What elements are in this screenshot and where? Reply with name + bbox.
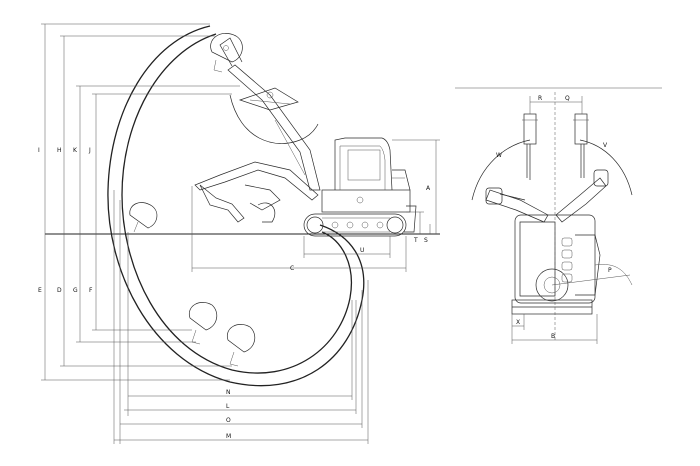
dim-label-m: M — [226, 433, 231, 440]
dim-label-p: P — [608, 267, 612, 274]
boom-retract-curve — [229, 94, 319, 144]
swing-arc-left — [471, 139, 531, 201]
right-dimension-lines — [392, 139, 440, 234]
dim-label-j: J — [88, 147, 91, 154]
dim-label-b: B — [551, 333, 555, 340]
working-range-envelope-inner — [121, 33, 352, 374]
dim-label-c: C — [290, 265, 294, 272]
dim-label-i: I — [38, 147, 40, 154]
swing-boom-left — [485, 187, 549, 223]
bucket-low-2 — [226, 324, 256, 367]
bucket-ground — [129, 202, 158, 233]
dim-label-w: W — [496, 152, 502, 159]
dim-label-s: S — [424, 237, 428, 244]
dim-label-x: X — [516, 319, 520, 326]
dim-label-u: U — [360, 247, 364, 254]
swing-arc-right — [579, 139, 633, 196]
arm-left — [522, 113, 538, 180]
working-range-envelope — [107, 25, 365, 387]
dim-label-k: K — [73, 147, 78, 154]
dim-label-a: A — [426, 185, 431, 192]
dim-label-l: L — [226, 403, 230, 410]
dim-label-f: F — [89, 287, 93, 294]
dim-label-r: R — [538, 95, 542, 102]
bottom-dimension-lines — [113, 186, 407, 444]
swing-boom-right — [555, 169, 609, 223]
front-view: R Q W V P X B — [455, 87, 662, 344]
left-dimension-lines — [41, 23, 240, 381]
upper-structure — [321, 137, 411, 213]
dim-label-n: N — [226, 389, 231, 396]
dim-label-e: E — [38, 287, 42, 294]
side-view: I H K J E D G F A T S C U N L O M — [38, 23, 440, 444]
dim-label-o: O — [226, 417, 231, 424]
bucket-low-1 — [188, 302, 218, 345]
dim-label-d: D — [57, 287, 62, 294]
dim-label-g: G — [73, 287, 78, 294]
front-top-dimension-lines — [529, 96, 583, 114]
boom-raised — [219, 37, 321, 191]
swing-arc-p — [594, 264, 633, 286]
dim-label-v: V — [603, 142, 608, 149]
dim-label-q: Q — [565, 95, 570, 102]
undercarriage — [303, 205, 417, 237]
front-bottom-dimension-lines — [511, 314, 598, 344]
boom-lowered — [194, 161, 319, 223]
dim-label-h: H — [57, 147, 62, 154]
dim-label-t: T — [413, 237, 418, 244]
bucket-top — [210, 33, 243, 73]
front-body — [514, 214, 601, 304]
arm-right — [573, 113, 589, 178]
